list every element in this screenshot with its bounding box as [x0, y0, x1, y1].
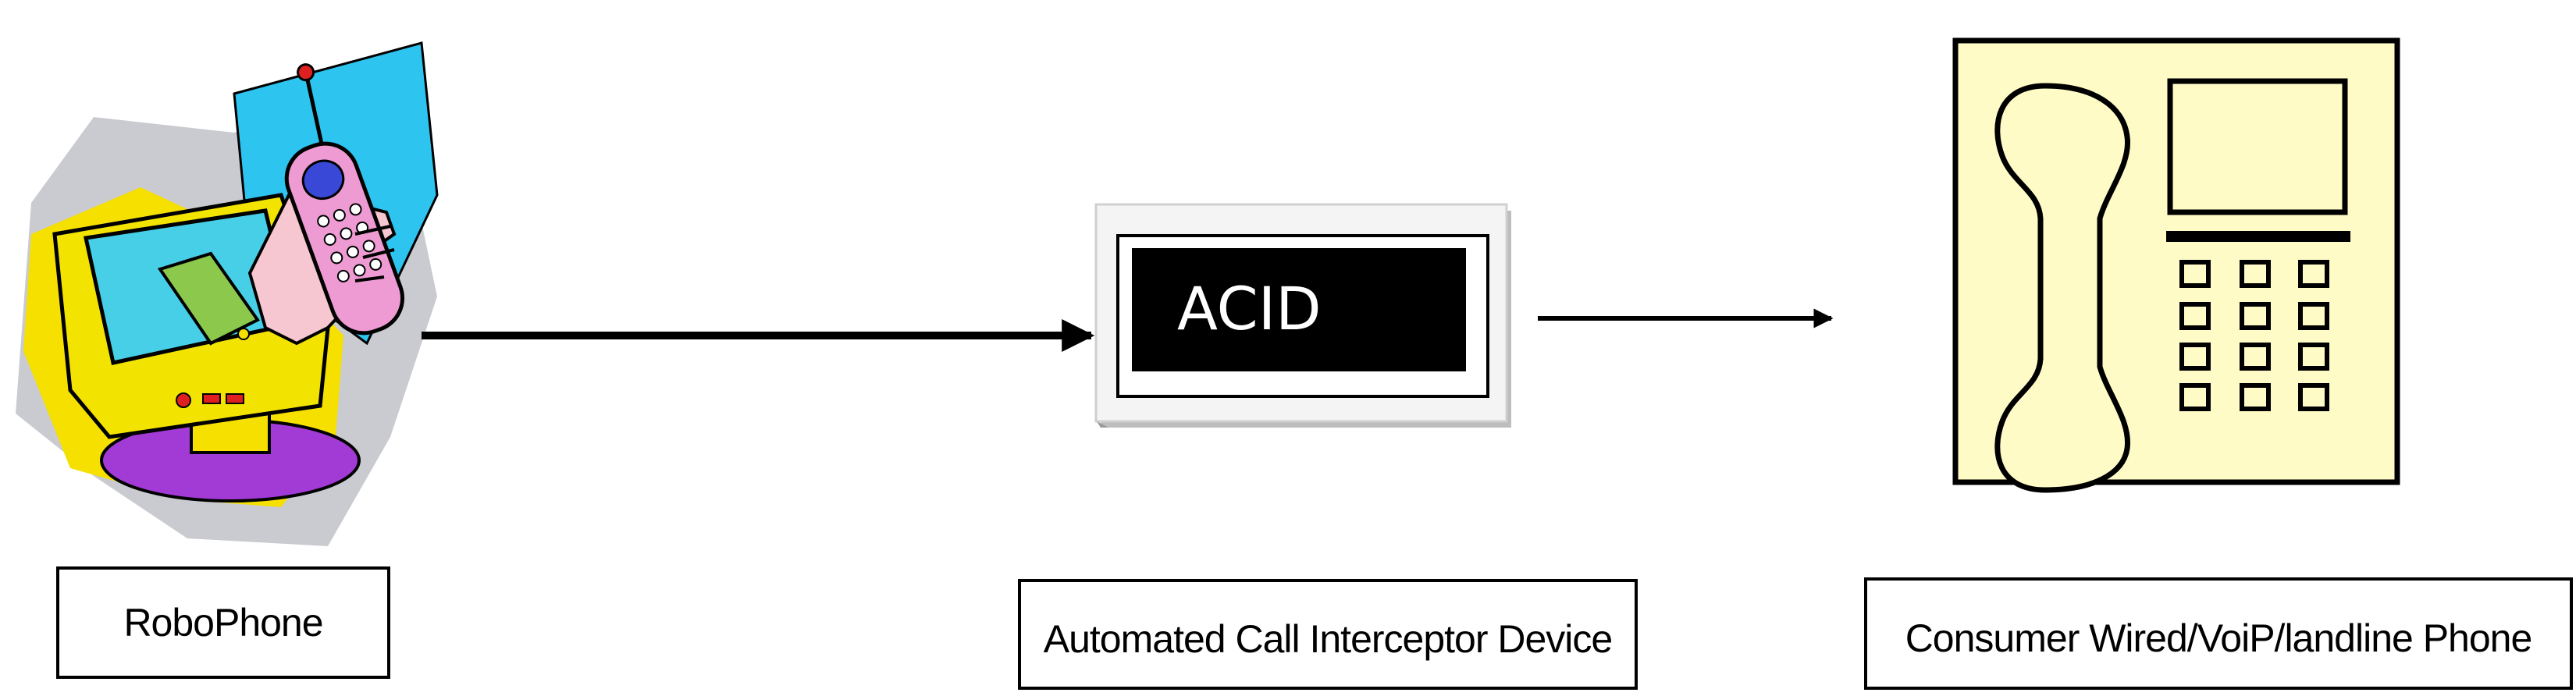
acid-label: Automated Call Interceptor Device — [1044, 617, 1612, 661]
acid-screen-text: ACID — [1177, 274, 1322, 343]
desk-telephone-icon — [1952, 37, 2400, 493]
acid-label-box: Automated Call Interceptor Device — [1018, 579, 1638, 690]
consumer-phone-label-box: Consumer Wired/VoiP/landline Phone — [1864, 577, 2573, 690]
robophone-icon — [16, 41, 439, 546]
acid-device-icon: ACID — [1094, 203, 1511, 428]
robophone-label: RoboPhone — [123, 601, 322, 645]
consumer-phone-label: Consumer Wired/VoiP/landline Phone — [1905, 616, 2532, 660]
robophone-label-box: RoboPhone — [56, 566, 390, 679]
